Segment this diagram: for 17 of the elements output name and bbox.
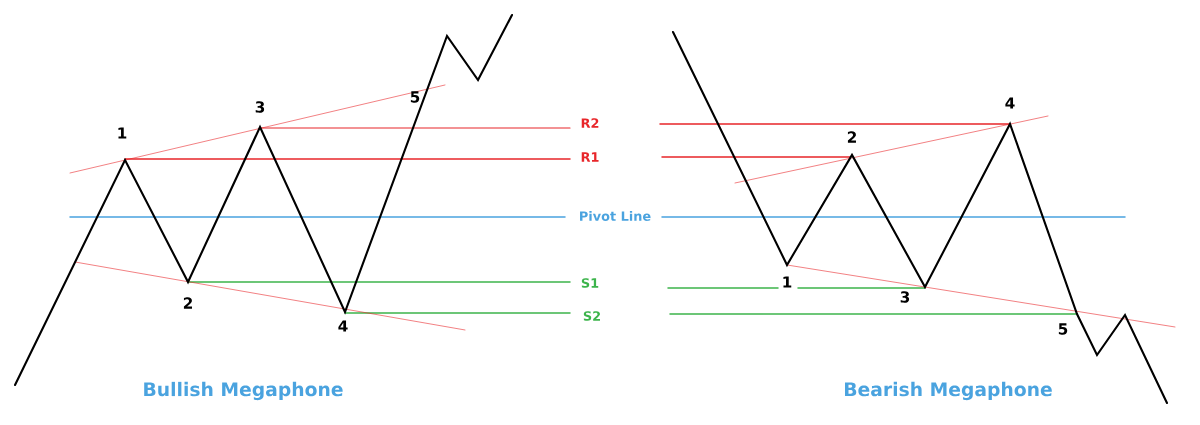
point-number: 4 <box>338 320 348 332</box>
level-label: R2 <box>581 118 599 128</box>
point-number: 1 <box>118 127 127 139</box>
level-label: S2 <box>583 311 600 321</box>
point-number: 2 <box>847 131 856 143</box>
pattern-title: Bearish Megaphone <box>845 381 1052 401</box>
point-number: 5 <box>1058 323 1068 335</box>
point-number: 5 <box>410 91 420 103</box>
level-label: R1 <box>581 152 599 162</box>
level-label: Pivot Line <box>580 211 651 221</box>
point-number: 3 <box>255 101 265 113</box>
pattern-title: Bullish Megaphone <box>144 381 343 401</box>
point-number: 4 <box>1005 97 1015 109</box>
level-label: S1 <box>581 278 599 288</box>
point-number: 1 <box>783 276 792 288</box>
point-number: 3 <box>900 291 910 303</box>
point-number: 2 <box>183 297 192 309</box>
